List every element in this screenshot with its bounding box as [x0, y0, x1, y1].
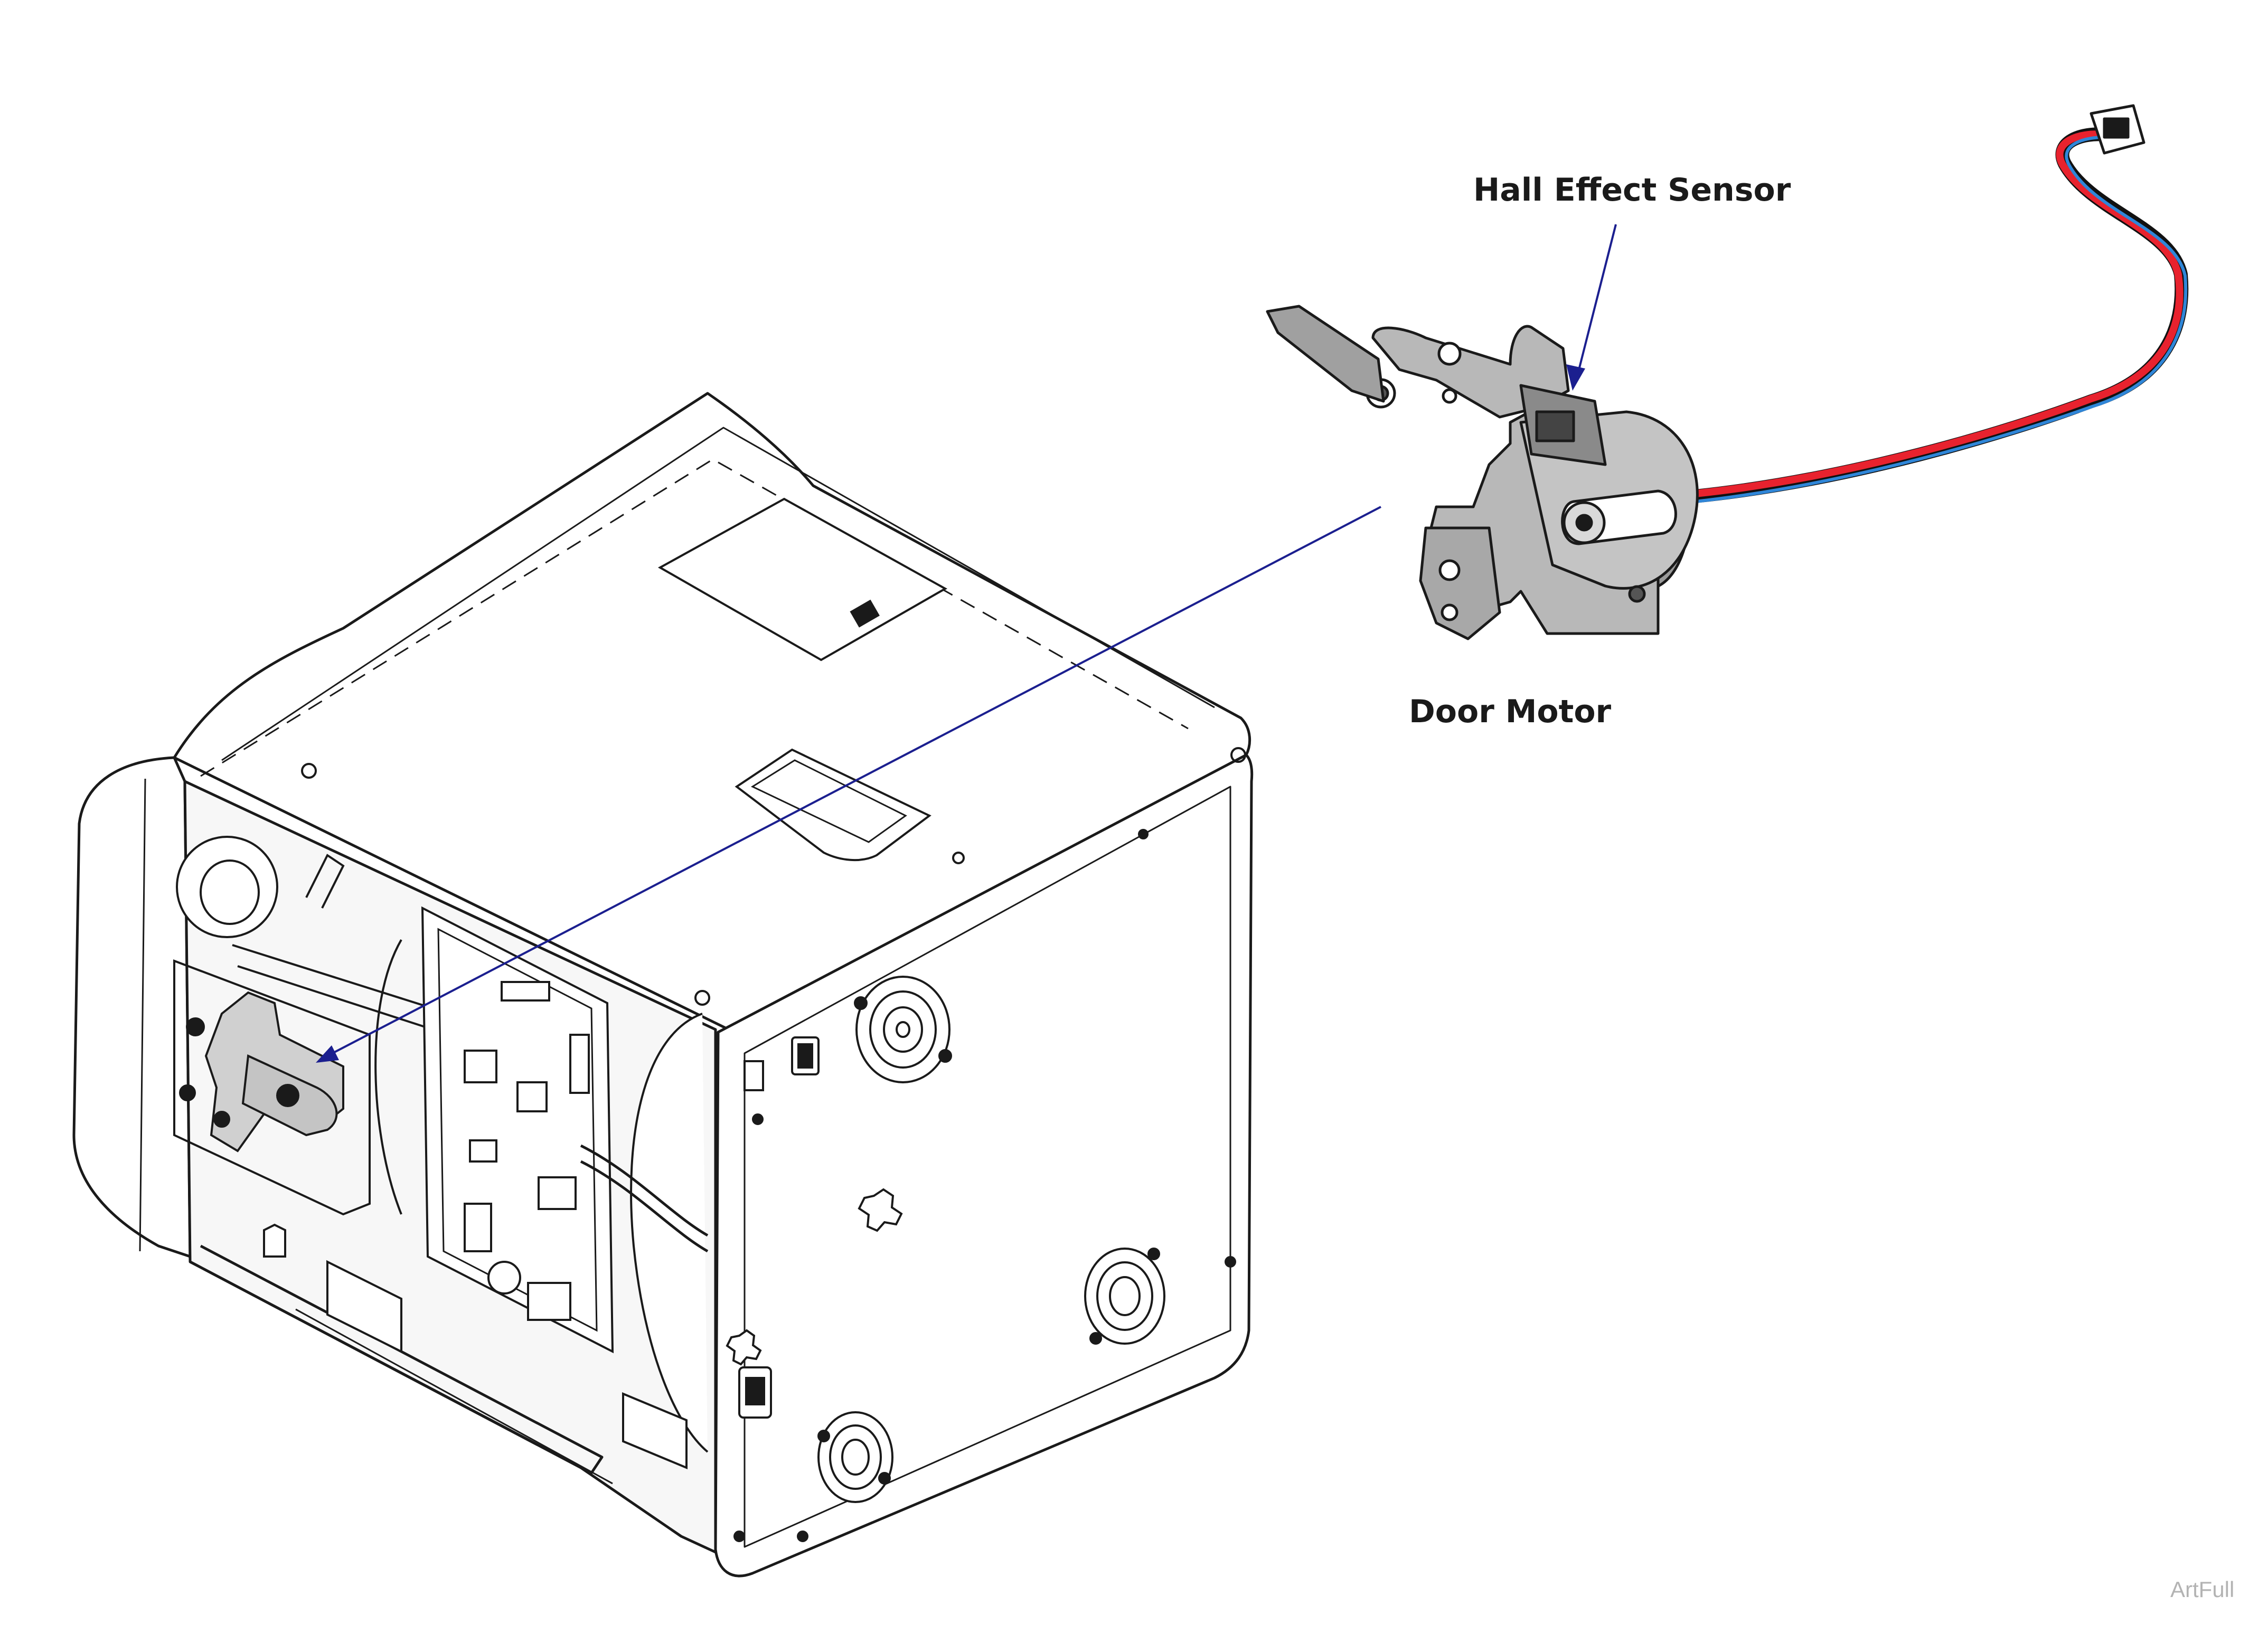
side-screw-5 — [797, 1531, 808, 1542]
wire-blue — [1693, 135, 2188, 503]
board-relay-2 — [469, 1139, 497, 1163]
chamber-ring — [374, 939, 402, 1215]
bracket-hole-4 — [1438, 559, 1461, 581]
top-screw-3 — [694, 990, 710, 1006]
bracket-hole-2 — [1437, 342, 1462, 366]
art-tag: ArtFull — [2170, 1577, 2235, 1602]
top-details — [301, 497, 1246, 1006]
board-connector-2 — [569, 1034, 590, 1094]
base-post — [263, 1223, 286, 1258]
power-inlet-socket — [745, 1377, 765, 1405]
reservoir-speaker-inner — [200, 859, 260, 925]
board-connector-3 — [464, 1203, 492, 1252]
chamber-tube — [580, 1144, 709, 1237]
side-screw-1 — [752, 1113, 764, 1125]
hall-sensor-leader — [1575, 224, 1617, 381]
side-panel-details — [726, 829, 1236, 1542]
top-screw-4 — [952, 852, 965, 864]
mounted-motor-screw-1 — [186, 1017, 205, 1036]
mounted-motor-screw-3 — [213, 1111, 230, 1128]
top-handle-grip — [750, 759, 907, 843]
lower-bracket — [326, 1260, 402, 1354]
board-connector-1 — [501, 981, 550, 1002]
motor-shaft-center — [1575, 514, 1593, 532]
wire-red — [1691, 130, 2184, 497]
right-side-panel — [714, 753, 1254, 1578]
side-screw-4 — [733, 1531, 745, 1542]
fan-grille-lower — [817, 1411, 893, 1503]
top-label-sticker — [657, 497, 948, 662]
side-port — [744, 1060, 764, 1091]
fan-grille-right — [1084, 1248, 1165, 1345]
front-bezel-inner — [139, 778, 146, 1252]
latch-arm — [305, 854, 345, 909]
leader-lines — [316, 224, 1617, 1063]
board-capacitor — [487, 1261, 521, 1295]
internal-components — [173, 836, 709, 1469]
board-relay-1 — [538, 1176, 577, 1210]
mounted-motor-screw-2 — [179, 1084, 196, 1101]
latch-frame — [173, 959, 371, 1216]
chamber-cylinder — [630, 1013, 709, 1453]
door-motor-label: Door Motor — [1409, 693, 1612, 730]
hall-sensor-arrowhead — [1566, 364, 1585, 391]
top-screw-2 — [1230, 747, 1246, 763]
side-screw-3 — [1225, 1256, 1236, 1268]
base-rail-lower — [295, 1308, 613, 1485]
door-motor-assembly — [1266, 104, 2189, 640]
unit-housing — [72, 392, 1254, 1578]
board-block — [527, 1282, 571, 1321]
motor-mount-screw — [1628, 585, 1646, 603]
board-chip-1 — [464, 1050, 497, 1083]
reservoir-speaker — [176, 836, 278, 938]
label-barcode — [850, 599, 880, 628]
top-screw-1 — [301, 763, 317, 779]
hall-effect-sensor-label: Hall Effect Sensor — [1473, 172, 1791, 209]
gear-opening — [858, 1188, 903, 1232]
gear-opening-small — [726, 1329, 762, 1366]
lower-bracket-2 — [622, 1392, 688, 1469]
bracket-hole-3 — [1442, 388, 1457, 404]
install-arrowhead — [316, 1045, 339, 1063]
top-panel-dashed-seam — [200, 458, 1189, 777]
bracket-hole-5 — [1441, 603, 1458, 621]
hall-sensor-window — [1535, 410, 1575, 442]
cable-harness — [1688, 127, 2189, 503]
wire-connector — [2090, 104, 2145, 155]
top-panel-fold — [221, 427, 1215, 761]
board-chip-2 — [516, 1081, 548, 1112]
chamber-tube-2 — [580, 1160, 709, 1253]
fan-grille-upper — [854, 976, 952, 1083]
side-screw-2 — [1138, 829, 1149, 839]
install-leader — [327, 506, 1381, 1057]
rocker-switch-inner — [797, 1043, 813, 1069]
front-bezel — [72, 756, 192, 1258]
motor-latch-tab — [1266, 305, 1385, 403]
motor-bracket-vertical — [1419, 526, 1501, 640]
mounted-motor-shaft — [276, 1084, 299, 1107]
